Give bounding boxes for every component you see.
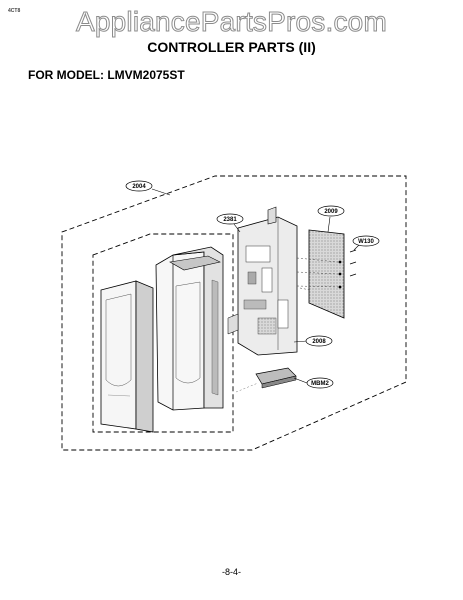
callout-2008-label: 2008 — [312, 339, 326, 345]
page-title: CONTROLLER PARTS (II) — [147, 39, 316, 55]
control-housing — [155, 246, 224, 411]
callout-2008: 2008 — [305, 335, 333, 347]
assembly-guide-lines — [296, 257, 339, 291]
subassembly-outline-2381 — [92, 233, 234, 433]
callout-mbm2: MBM2 — [306, 377, 334, 389]
callout-mbm2-label: MBM2 — [311, 381, 329, 387]
model-label: FOR MODEL: LMVM2075ST — [28, 68, 185, 82]
screws — [349, 249, 357, 277]
callout-w130-label: W130 — [358, 239, 374, 245]
assembly-outline-2004 — [61, 175, 407, 451]
callout-2004: 2004 — [125, 180, 153, 192]
page-number: -8-4- — [221, 567, 241, 577]
callout-2381: 2381 — [216, 213, 244, 225]
document-code: 4CT8 — [8, 8, 21, 14]
callout-w130: W130 — [352, 235, 380, 247]
callout-2381-label: 2381 — [223, 217, 237, 223]
watermark-logo: AppliancePartsPros.com — [76, 6, 388, 38]
pcb-bracket — [227, 206, 298, 356]
callout-2009-label: 2009 — [324, 209, 338, 215]
callout-2009: 2009 — [317, 205, 345, 217]
control-panel-front — [100, 280, 154, 433]
callout-2004-label: 2004 — [132, 184, 146, 190]
pcb-board — [308, 229, 345, 319]
membrane-part — [235, 367, 297, 393]
